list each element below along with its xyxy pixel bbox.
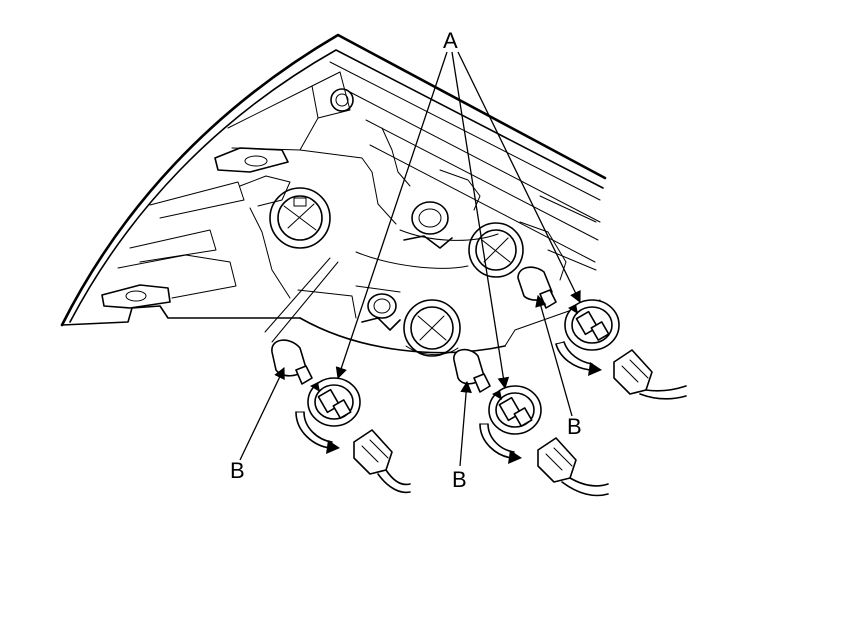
connector-left — [353, 429, 411, 494]
bulb-assembly-right — [517, 266, 687, 400]
bulb-socket-right — [564, 299, 620, 351]
connector-right — [613, 349, 687, 400]
wedge-bulb-center — [453, 348, 491, 393]
housing-outer-edge — [60, 33, 607, 327]
bulb-socket-center — [488, 385, 542, 435]
callout-b-right: B — [567, 414, 582, 439]
bulb-socket-left — [307, 377, 361, 427]
tail-light-housing — [60, 33, 607, 354]
twist-arrow-center — [479, 423, 522, 464]
housing-socket-lower-small — [361, 293, 401, 331]
housing-socket-right — [468, 222, 524, 278]
housing-socket-upper-center — [403, 201, 453, 249]
bulb-assembly-left — [264, 257, 411, 494]
twist-arrow-right — [555, 341, 602, 376]
wedge-bulb-right — [517, 266, 557, 309]
leader-lines-b — [239, 294, 573, 467]
wedge-bulb-left — [271, 339, 313, 385]
housing-inner-edge — [69, 49, 604, 323]
housing-bottom-edge — [61, 305, 301, 326]
housing-socket-lower-center — [403, 299, 461, 357]
twist-arrow-left — [295, 411, 340, 454]
mounting-tab-lower — [101, 284, 171, 309]
callout-a: A — [443, 28, 458, 53]
callout-b-left: B — [230, 458, 245, 483]
housing-sockets — [269, 187, 524, 357]
callout-b-center: B — [452, 467, 467, 492]
mounting-tab-upper — [214, 147, 289, 173]
connector-center — [537, 437, 609, 497]
housing-socket-left — [269, 187, 331, 249]
leader-lines-a — [335, 51, 581, 390]
bulb-assembly-center — [453, 348, 609, 497]
